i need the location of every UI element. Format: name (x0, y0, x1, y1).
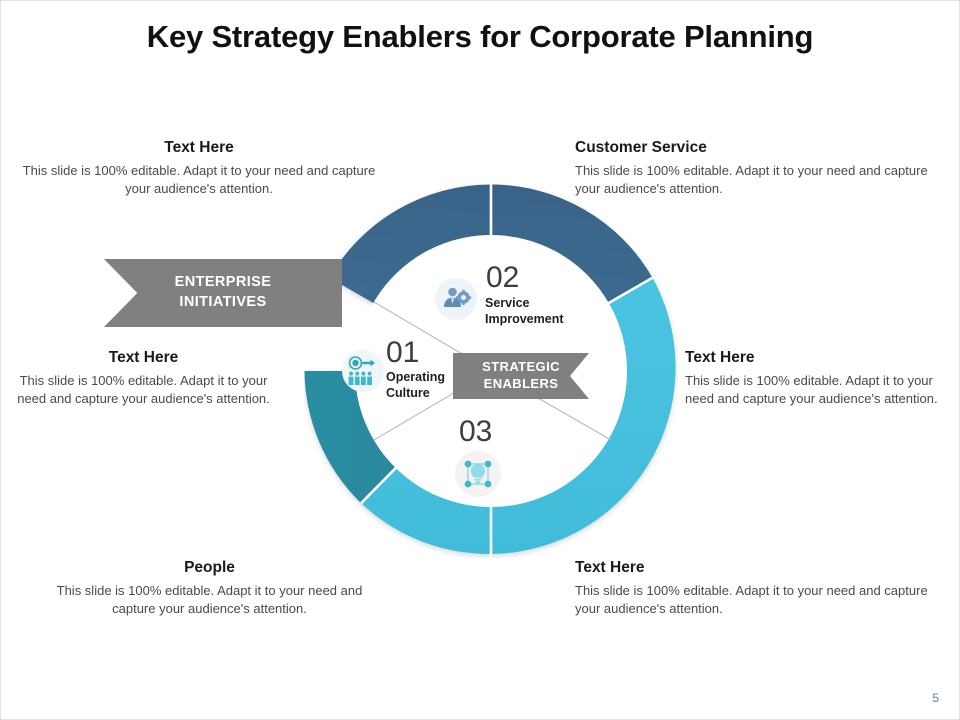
callout-bottom-left-heading: People (184, 559, 235, 576)
hub-label-01: Operating Culture (386, 369, 478, 402)
lightbulb-network-icon (455, 451, 501, 497)
people-transfer-icon (342, 350, 384, 392)
hub-label-01-line1: Operating (386, 370, 446, 384)
callout-bottom-left-body: This slide is 100% editable. Adapt it to… (56, 582, 363, 617)
hub-label-01-line2: Culture (386, 386, 430, 401)
page-title: Key Strategy Enablers for Corporate Plan… (146, 19, 814, 54)
hub-number-02: 02 (486, 261, 520, 294)
callout-top-left: Text Here This slide is 100% editable. A… (9, 139, 389, 199)
hub-number-01: 01 (386, 336, 420, 369)
ribbon-strategic-line2: ENABLERS (483, 376, 559, 391)
hub-label-02-line2: Improvement (485, 312, 564, 327)
callout-top-left-body: This slide is 100% editable. Adapt it to… (22, 162, 376, 197)
callout-top-right-heading: Customer Service (575, 139, 707, 156)
ribbon-enterprise-line1: ENTERPRISE (174, 274, 272, 291)
callout-top-right-body: This slide is 100% editable. Adapt it to… (575, 162, 928, 197)
ribbon-enterprise-line2: INITIATIVES (179, 294, 267, 310)
callout-mid-left: Text Here This slide is 100% editable. A… (5, 349, 282, 409)
ribbon-strategic-line1: STRATEGIC (482, 359, 560, 375)
hub-label-02: Service Improvement (485, 295, 605, 328)
hub-label-02-line1: Service (485, 296, 530, 310)
hub-number-03: 03 (459, 415, 493, 448)
callout-bottom-left: People This slide is 100% editable. Adap… (47, 559, 372, 619)
callout-mid-right-body: This slide is 100% editable. Adapt it to… (685, 372, 938, 407)
enterprise-initiatives-ribbon[interactable]: ENTERPRISE INITIATIVES (104, 259, 342, 327)
callout-bottom-right: Text Here This slide is 100% editable. A… (575, 559, 955, 619)
hub-item-03[interactable]: 03 (459, 417, 529, 447)
callout-top-right: Customer Service This slide is 100% edit… (575, 139, 955, 199)
callout-bottom-right-body: This slide is 100% editable. Adapt it to… (575, 582, 928, 617)
callout-mid-right-heading: Text Here (685, 349, 755, 366)
callout-top-left-heading: Text Here (164, 139, 234, 156)
callout-mid-right: Text Here This slide is 100% editable. A… (685, 349, 957, 409)
callout-mid-left-body: This slide is 100% editable. Adapt it to… (17, 372, 270, 407)
callout-bottom-right-heading: Text Here (575, 559, 645, 576)
hub-item-02[interactable]: 02 Service Improvement (485, 263, 605, 328)
strategic-enablers-ribbon[interactable]: STRATEGIC ENABLERS (453, 353, 589, 399)
page-number: 5 (932, 691, 939, 705)
hub-item-01[interactable]: 01 Operating Culture (386, 338, 478, 402)
callout-mid-left-heading: Text Here (108, 349, 179, 366)
person-gear-icon (435, 278, 477, 320)
